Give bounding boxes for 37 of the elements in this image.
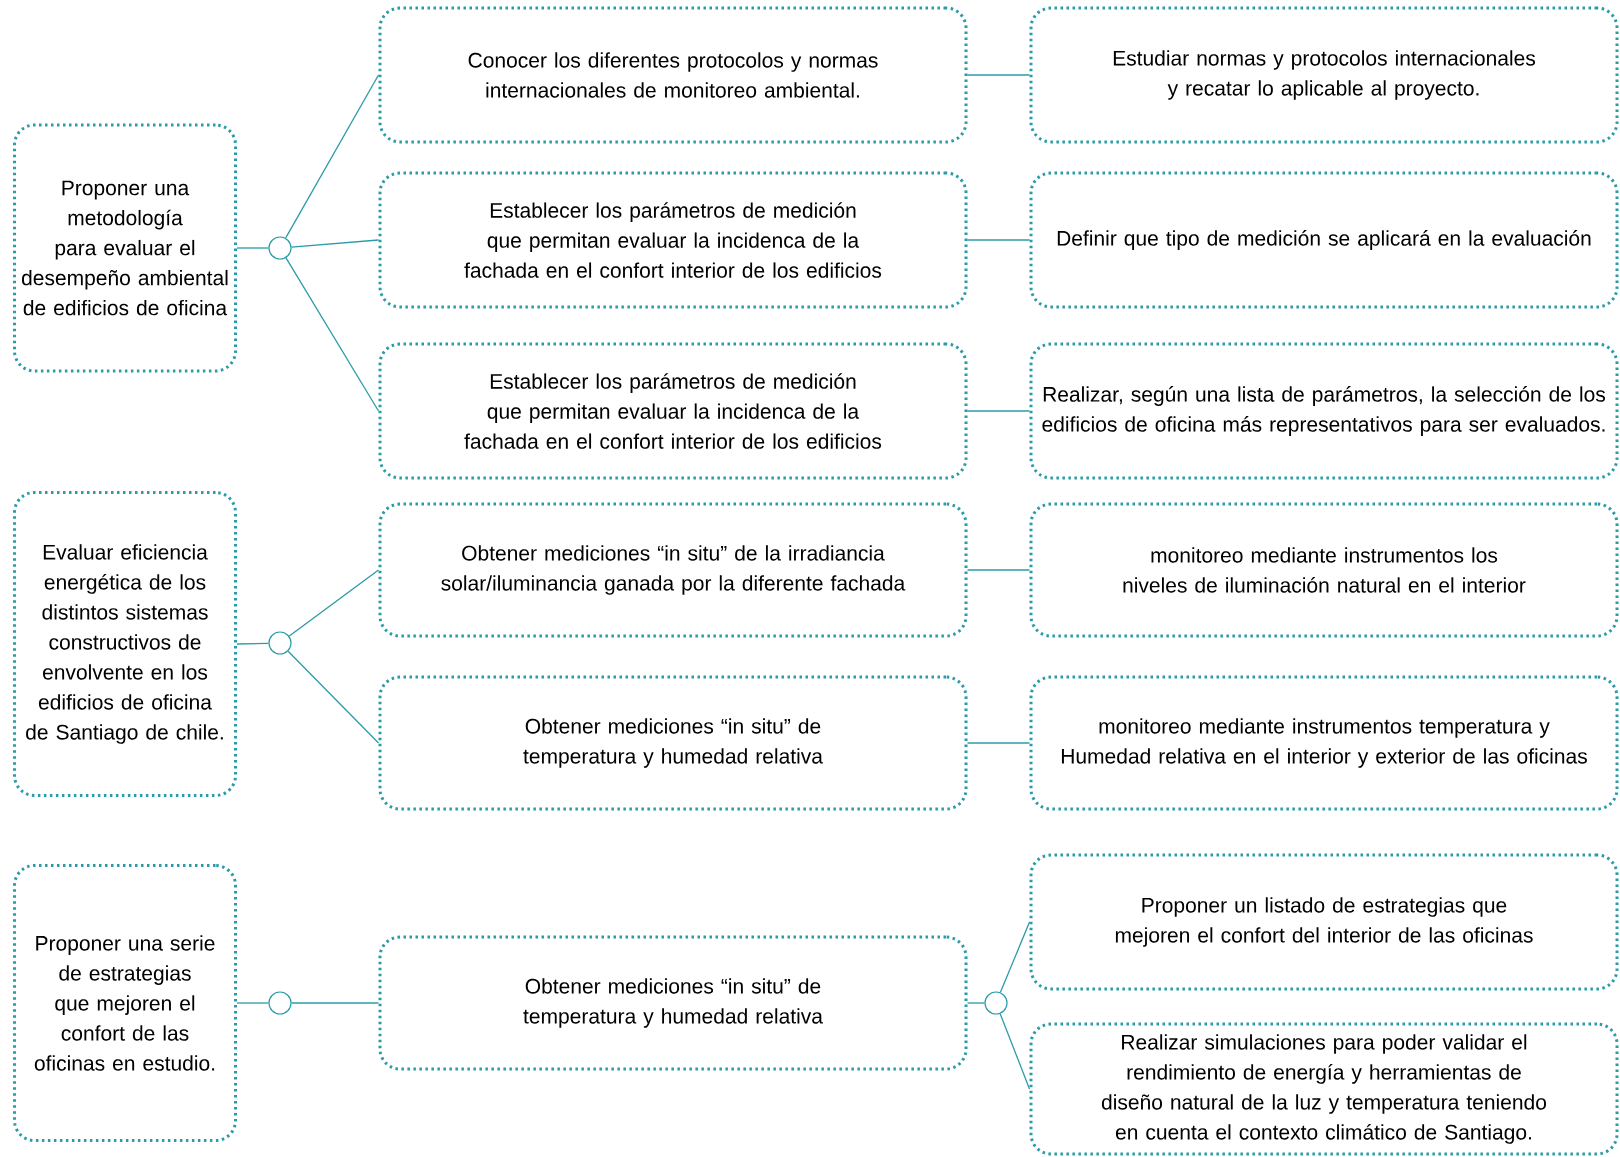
connector-line xyxy=(236,247,270,249)
text-box: Establecer los parámetros de medición que permitan evaluar la incidenca de la fachada en el confort interior de los edificios xyxy=(378,342,968,480)
text-box: monitoreo mediante instrumentos los niveles de iluminación natural en el interior xyxy=(1029,502,1619,638)
text-box: Conocer los diferentes protocolos y normas internacionales de monitoreo ambiental. xyxy=(378,6,968,144)
text-box: Evaluar eficiencia energética de los distintos sistemas constructivos de envolvente en los edificios de oficina de Santiago de chile. xyxy=(13,491,237,797)
junction-circle xyxy=(268,236,292,260)
text-box: Estudiar normas y protocolos internacionales y recatar lo aplicable al proyecto. xyxy=(1029,6,1619,144)
connector-line xyxy=(999,921,1031,993)
text-box: Proponer una metodología para evaluar el desempeño ambiental de edificios de oficina xyxy=(13,123,237,373)
connector-line xyxy=(966,742,1031,744)
connector-line xyxy=(285,257,380,412)
text-box: monitoreo mediante instrumentos temperatura y Humedad relativa en el interior y exterior de las oficinas xyxy=(1029,675,1619,811)
text-box: Definir que tipo de medición se aplicará en la evaluación xyxy=(1029,171,1619,309)
connector-line xyxy=(966,410,1031,412)
connector-line xyxy=(966,569,1031,571)
text-box: Establecer los parámetros de medición que permitan evaluar la incidenca de la fachada en el confort interior de los edificios xyxy=(378,171,968,309)
text-box: Proponer una serie de estrategias que mejoren el confort de las oficinas en estudio. xyxy=(13,864,237,1142)
text-box: Obtener mediciones “in situ” de la irradiancia solar/iluminancia ganada por la diferente fachada xyxy=(378,502,968,638)
text-box: Proponer un listado de estrategias que mejoren el confort del interior de las oficinas xyxy=(1029,853,1619,991)
text-box: Obtener mediciones “in situ” de temperatura y humedad relativa xyxy=(378,935,968,1071)
connector-line xyxy=(999,1013,1031,1090)
connector-line xyxy=(966,1002,986,1004)
connector-line xyxy=(287,650,380,744)
connector-line xyxy=(285,74,380,239)
junction-circle xyxy=(984,991,1008,1015)
text-box: Obtener mediciones “in situ” de temperatura y humedad relativa xyxy=(378,675,968,811)
connector-line xyxy=(290,239,380,248)
text-box: Realizar simulaciones para poder validar el rendimiento de energía y herramientas de diseño natural de la luz y temperatura teniendo en cuenta el contexto climático de Santiago. xyxy=(1029,1022,1619,1156)
junction-circle xyxy=(268,631,292,655)
connector-line xyxy=(966,239,1031,241)
connector-line xyxy=(290,1002,380,1004)
junction-circle xyxy=(268,991,292,1015)
connector-line xyxy=(288,569,380,637)
connector-line xyxy=(236,642,270,645)
connector-line xyxy=(966,74,1031,76)
text-box: Realizar, según una lista de parámetros, la selección de los edificios de oficina más representativos para ser evaluados. xyxy=(1029,342,1619,480)
connector-line xyxy=(236,1002,270,1004)
